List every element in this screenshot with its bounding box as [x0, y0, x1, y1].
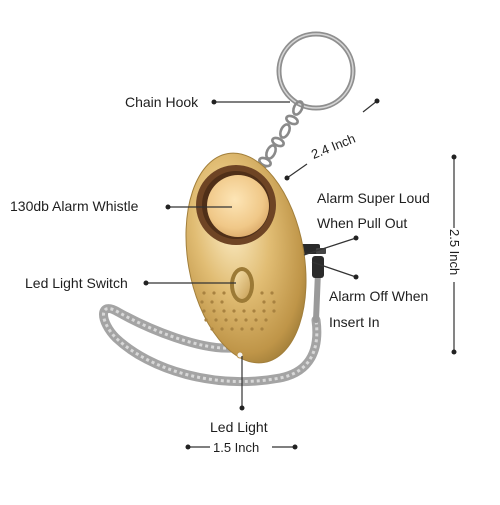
- speaker-hole: [254, 318, 258, 322]
- speaker-hole: [202, 291, 206, 295]
- leader-dots: [143, 99, 359, 411]
- chain: [254, 100, 304, 171]
- speaker-hole: [200, 300, 204, 304]
- dimension-width: 1.5 Inch: [213, 440, 260, 455]
- speaker-hole: [224, 318, 228, 322]
- speaker-hole: [210, 327, 214, 331]
- speaker-hole: [262, 300, 266, 304]
- speaker-hole: [260, 291, 264, 295]
- label-alarm-off-line1: Alarm Off When: [329, 288, 429, 304]
- speaker-hole: [240, 327, 244, 331]
- speaker-hole: [244, 318, 248, 322]
- speaker-hole: [210, 300, 214, 304]
- lanyard: [99, 256, 324, 387]
- speaker-hole: [204, 318, 208, 322]
- label-led-switch: Led Light Switch: [25, 275, 128, 291]
- speaker-hole: [270, 291, 274, 295]
- speaker-hole: [262, 309, 266, 313]
- dimension-height: 2.5 Inch: [447, 229, 462, 276]
- speaker-hole: [234, 318, 238, 322]
- speaker-hole: [250, 327, 254, 331]
- dimension-dots: [185, 98, 457, 450]
- label-alarm-off-line2: Insert In: [329, 314, 380, 330]
- speaker-hole: [212, 291, 216, 295]
- speaker-hole: [212, 309, 216, 313]
- speaker-hole: [222, 309, 226, 313]
- speaker-hole: [272, 309, 276, 313]
- speaker-hole: [272, 300, 276, 304]
- speaker-hole: [242, 309, 246, 313]
- label-chain-hook: Chain Hook: [125, 94, 199, 110]
- speaker-hole: [230, 327, 234, 331]
- led-switch: [230, 267, 254, 303]
- label-alarm-whistle: 130db Alarm Whistle: [10, 198, 139, 214]
- speaker-hole: [220, 300, 224, 304]
- label-alarm-loud-line1: Alarm Super Loud: [317, 190, 430, 206]
- label-led-light: Led Light: [210, 419, 268, 435]
- label-alarm-loud-line2: When Pull Out: [317, 215, 408, 231]
- speaker-hole: [232, 309, 236, 313]
- key-ring: [276, 31, 356, 111]
- speaker-hole: [252, 309, 256, 313]
- speaker-hole: [264, 318, 268, 322]
- speaker-hole: [214, 318, 218, 322]
- speaker-holes: [200, 291, 276, 331]
- speaker-hole: [222, 291, 226, 295]
- whistle: [196, 165, 276, 245]
- speaker-hole: [202, 309, 206, 313]
- dimension-lines: [188, 100, 455, 448]
- speaker-hole: [220, 327, 224, 331]
- leader-lines: [146, 101, 357, 408]
- speaker-hole: [260, 327, 264, 331]
